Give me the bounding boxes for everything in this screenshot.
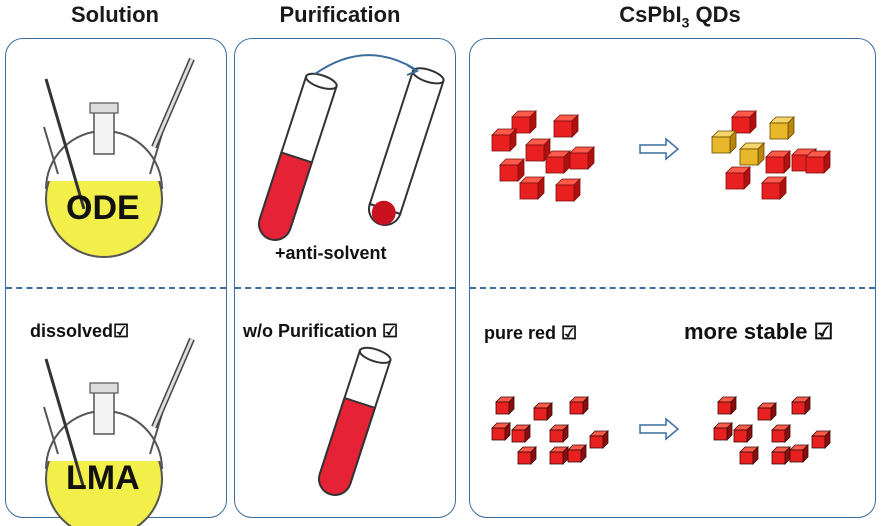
panel-divider <box>6 287 226 289</box>
flask-top <box>43 57 195 258</box>
panel-divider <box>470 287 875 289</box>
no-purification-note: w/o Purification ☑ <box>243 321 399 341</box>
transfer-arrow <box>314 54 416 75</box>
stable-arrow <box>639 417 680 441</box>
panel-purification: +anti-solvent w/o Purification ☑ <box>234 38 456 518</box>
qd-cube-illustrations <box>491 110 831 465</box>
degradation-arrow <box>639 137 680 161</box>
solvent-lma-label: LMA <box>66 459 140 497</box>
pure-red-note: pure red ☑ <box>484 323 578 343</box>
panel-qds: pure red ☑ more stable ☑ <box>469 38 876 518</box>
header-cspbi3-text: CsPbI <box>619 2 682 27</box>
header-cspbi3-qds: CsPbI3 QDs <box>580 2 780 30</box>
header-solution: Solution <box>71 2 159 27</box>
header-purification: Purification <box>279 2 401 27</box>
dissolved-note: dissolved☑ <box>30 321 130 341</box>
solvent-ode-label: ODE <box>66 189 140 227</box>
tube-right <box>368 67 445 226</box>
panel-solution: ODE dissolved☑ LMA <box>5 38 227 526</box>
flask-bottom <box>43 337 195 526</box>
header-subscript: 3 <box>681 14 690 31</box>
test-tube-illustrations <box>258 54 445 496</box>
header-qds-text: QDs <box>689 2 741 27</box>
panel-divider <box>235 287 455 289</box>
tube-left <box>258 72 338 241</box>
more-stable-note: more stable ☑ <box>684 319 834 344</box>
anti-solvent-note: +anti-solvent <box>275 243 387 263</box>
tube-bottom <box>318 346 392 496</box>
flask-illustrations <box>43 57 195 526</box>
